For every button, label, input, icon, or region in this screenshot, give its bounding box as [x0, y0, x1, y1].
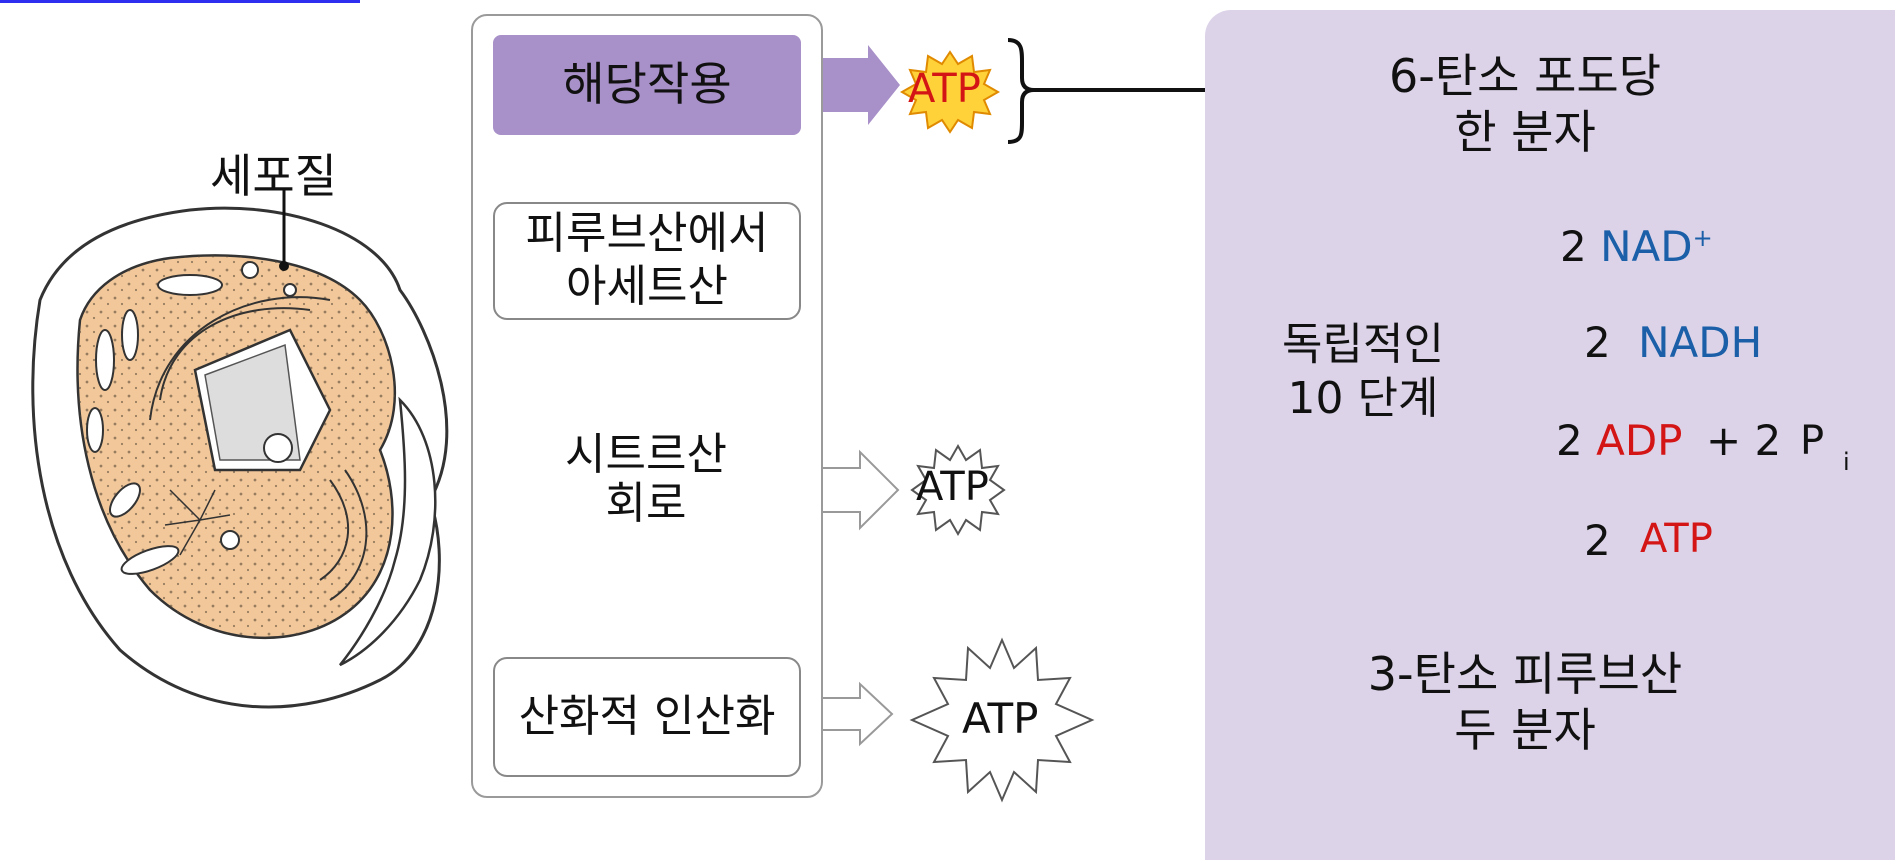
- glycolysis-box: 해당작용: [493, 35, 801, 135]
- ten-steps-label: 독립적인 10 단계: [1248, 318, 1478, 425]
- nad-count: 2: [1560, 222, 1587, 271]
- citric-label-line2: 회로: [605, 478, 687, 530]
- citric-label-line1: 시트르산: [565, 429, 727, 480]
- glucose-line1: 6-탄소 포도당: [1388, 49, 1662, 103]
- pyruvate-to-acetate-box: 피루브산에서 아세트산: [493, 202, 801, 320]
- phosphate-count: + 2: [1706, 416, 1782, 465]
- steps-line2: 10 단계: [1287, 372, 1439, 424]
- header-accent-bar: [0, 0, 360, 3]
- atp-label-citric: ATP: [916, 464, 989, 510]
- oxidative-phosphorylation-box: 산화적 인산화: [493, 657, 801, 777]
- nadh-output: 2 NADH: [1584, 318, 1762, 367]
- atp-burst-citric: [910, 443, 1006, 537]
- phosphate-subscript: i: [1843, 448, 1850, 476]
- atp-output-label: ATP: [1640, 516, 1713, 562]
- nad-plus-sign: +: [1692, 224, 1713, 252]
- citric-acid-cycle-label: 시트르산 회로: [548, 430, 744, 529]
- phosphate-input: + 2: [1706, 416, 1781, 465]
- adp-count: 2: [1556, 416, 1583, 465]
- oxphos-label: 산화적 인산화: [518, 690, 776, 742]
- atp-label-oxphos: ATP: [962, 694, 1039, 743]
- steps-line1: 독립적인: [1282, 319, 1444, 370]
- nadh-count: 2: [1584, 318, 1611, 367]
- pyruvate-label-line2: 아세트산: [566, 261, 728, 312]
- adp-input: 2 ADP: [1556, 416, 1683, 465]
- pyruvate-product-label: 3-탄소 피루브산 두 분자: [1300, 646, 1750, 758]
- pyruvate-product-line2: 두 분자: [1454, 703, 1596, 758]
- glycolysis-brace: [1007, 38, 1205, 144]
- adp-label: ADP: [1596, 416, 1683, 465]
- glucose-line2: 한 분자: [1454, 105, 1596, 160]
- phosphate-symbol: P: [1800, 418, 1825, 464]
- pyruvate-product-line1: 3-탄소 피루브산: [1367, 647, 1683, 701]
- nad-label: NAD: [1600, 222, 1693, 271]
- glycolysis-detail-panel: [1205, 10, 1895, 860]
- pyruvate-label-line1: 피루브산에서: [525, 208, 769, 260]
- atp-label-glycolysis: ATP: [908, 66, 981, 112]
- animal-cell-illustration: [31, 188, 449, 709]
- cytoplasm-label: 세포질: [210, 149, 337, 203]
- atp-burst-glycolysis: [899, 50, 1001, 134]
- glucose-label: 6-탄소 포도당 한 분자: [1305, 48, 1745, 160]
- nadh-label: NADH: [1638, 318, 1763, 367]
- glycolysis-label: 해당작용: [562, 57, 732, 112]
- atp-burst-oxphos: [909, 637, 1095, 803]
- atp-output-count: 2: [1584, 516, 1611, 565]
- nad-plus-input: 2 NAD+: [1560, 222, 1713, 271]
